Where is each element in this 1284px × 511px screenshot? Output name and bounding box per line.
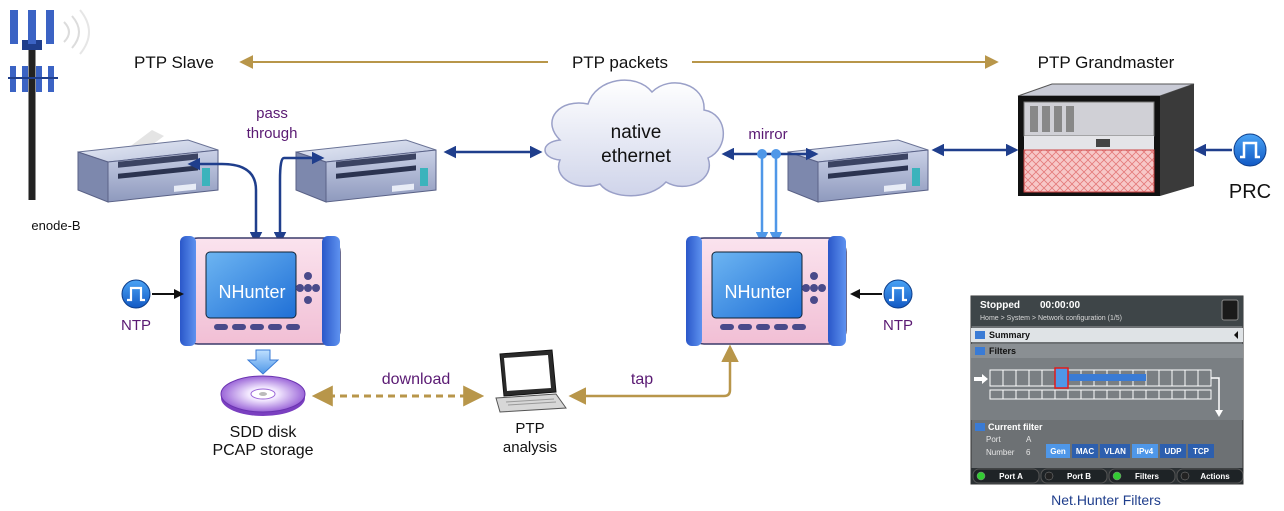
chevron-left-icon xyxy=(1234,331,1238,339)
softkey-indicator xyxy=(1180,471,1190,481)
protocol-tab-mac[interactable] xyxy=(1072,444,1098,458)
save-to-disk-arrow xyxy=(246,349,280,375)
current-filter-title: Current filter xyxy=(988,422,1043,432)
softkey-label: Filters xyxy=(1135,472,1160,481)
link-pass-up xyxy=(273,156,287,245)
protocol-tab-tcp[interactable] xyxy=(1188,444,1214,458)
prc-label: PRC xyxy=(1229,181,1271,203)
port-label: Port xyxy=(986,435,1001,444)
nhunter-left-screen-text: NHunter xyxy=(218,282,285,302)
protocol-tab-gen[interactable] xyxy=(1046,444,1070,458)
filters-summary-row[interactable]: Summary xyxy=(989,330,1030,340)
filters-time: 00:00:00 xyxy=(1040,300,1080,311)
protocol-tab-label: UDP xyxy=(1165,447,1183,456)
softkey-indicator xyxy=(1112,471,1122,481)
protocol-tab-vlan[interactable] xyxy=(1100,444,1130,458)
sdd-disk-icon xyxy=(220,375,306,416)
filter-output-line xyxy=(1211,377,1220,412)
number-label: Number xyxy=(986,448,1015,457)
filter-output-arrow xyxy=(1215,410,1223,417)
filter-slot-lower xyxy=(1197,389,1212,400)
nhunter-device-right xyxy=(686,236,847,346)
protocol-tab-label: VLAN xyxy=(1104,447,1126,456)
softkey-bar: Port A Port B Filters Actions xyxy=(972,468,1244,484)
network-switch-1 xyxy=(77,139,219,203)
network-switch-3 xyxy=(787,139,929,203)
tap-label: tap xyxy=(631,371,653,388)
ptp-analysis-label-1: PTP xyxy=(515,420,544,437)
filter-active-range xyxy=(1068,374,1146,381)
sdd-label-2: PCAP storage xyxy=(212,442,313,459)
cloud-label-2: ethernet xyxy=(601,146,671,167)
ntp-clock-icon-left xyxy=(121,279,151,309)
filters-breadcrumb: Home > System > Network configuration (1… xyxy=(980,315,1122,322)
prc-clock-icon xyxy=(1233,133,1267,167)
link-pass-down xyxy=(221,162,263,245)
filters-status: Stopped xyxy=(980,300,1020,311)
number-value: 6 xyxy=(1026,448,1031,457)
filters-filters-row[interactable]: Filters xyxy=(989,346,1016,356)
cloud-label-1: native xyxy=(611,122,662,143)
filters-caption: Net.Hunter Filters xyxy=(1051,492,1161,508)
enode-b-label: enode-B xyxy=(31,218,80,233)
ntp-right-label: NTP xyxy=(883,317,913,334)
filter-input-arrow xyxy=(974,374,988,384)
softkey-filters[interactable] xyxy=(1108,468,1176,484)
filter-chain-grid xyxy=(974,367,1223,417)
ntp-clock-icon-right xyxy=(883,279,913,309)
softkey-port-a[interactable] xyxy=(972,468,1040,484)
pass-through-label-1: pass xyxy=(256,105,288,122)
protocol-tab-udp[interactable] xyxy=(1160,444,1186,458)
ntp-left-label: NTP xyxy=(121,317,151,334)
download-label: download xyxy=(382,371,451,388)
protocol-tab-label: TCP xyxy=(1193,447,1210,456)
ptp-packets-label: PTP packets xyxy=(572,53,668,72)
nhunter-right-screen-text: NHunter xyxy=(724,282,791,302)
softkey-indicator xyxy=(976,471,986,481)
ptp-grandmaster-label: PTP Grandmaster xyxy=(1038,53,1175,72)
nhunter-device-left xyxy=(180,236,341,346)
softkey-label: Actions xyxy=(1200,472,1230,481)
native-ethernet-cloud xyxy=(544,79,724,197)
softkey-label: Port B xyxy=(1067,472,1091,481)
softkey-port-b[interactable] xyxy=(1040,468,1108,484)
sdd-label-1: SDD disk xyxy=(230,424,298,441)
protocol-tab-label: IPv4 xyxy=(1137,447,1154,456)
ptp-analysis-label-2: analysis xyxy=(503,439,557,456)
pass-through-label-2: through xyxy=(247,125,298,142)
softkey-label: Port A xyxy=(999,472,1023,481)
mirror-tap-point-2 xyxy=(771,149,781,159)
network-switch-2 xyxy=(295,139,437,203)
protocol-tab-label: MAC xyxy=(1076,447,1094,456)
softkey-indicator xyxy=(1044,471,1054,481)
filter-selected-slot[interactable] xyxy=(1054,367,1069,389)
tap-arrow xyxy=(568,344,739,405)
ptp-slave-label: PTP Slave xyxy=(134,53,214,72)
protocol-tab-ipv4[interactable] xyxy=(1132,444,1158,458)
mirror-label: mirror xyxy=(748,126,787,143)
mirror-tap-point-1 xyxy=(757,149,767,159)
protocol-tab-label: Gen xyxy=(1050,447,1066,456)
port-value: A xyxy=(1026,435,1032,444)
softkey-actions[interactable] xyxy=(1176,468,1244,484)
laptop-icon xyxy=(495,349,567,413)
protocol-tabs: Gen MAC VLAN IPv4 UDP TCP xyxy=(1046,444,1214,458)
ptp-grandmaster-device xyxy=(1017,83,1195,196)
